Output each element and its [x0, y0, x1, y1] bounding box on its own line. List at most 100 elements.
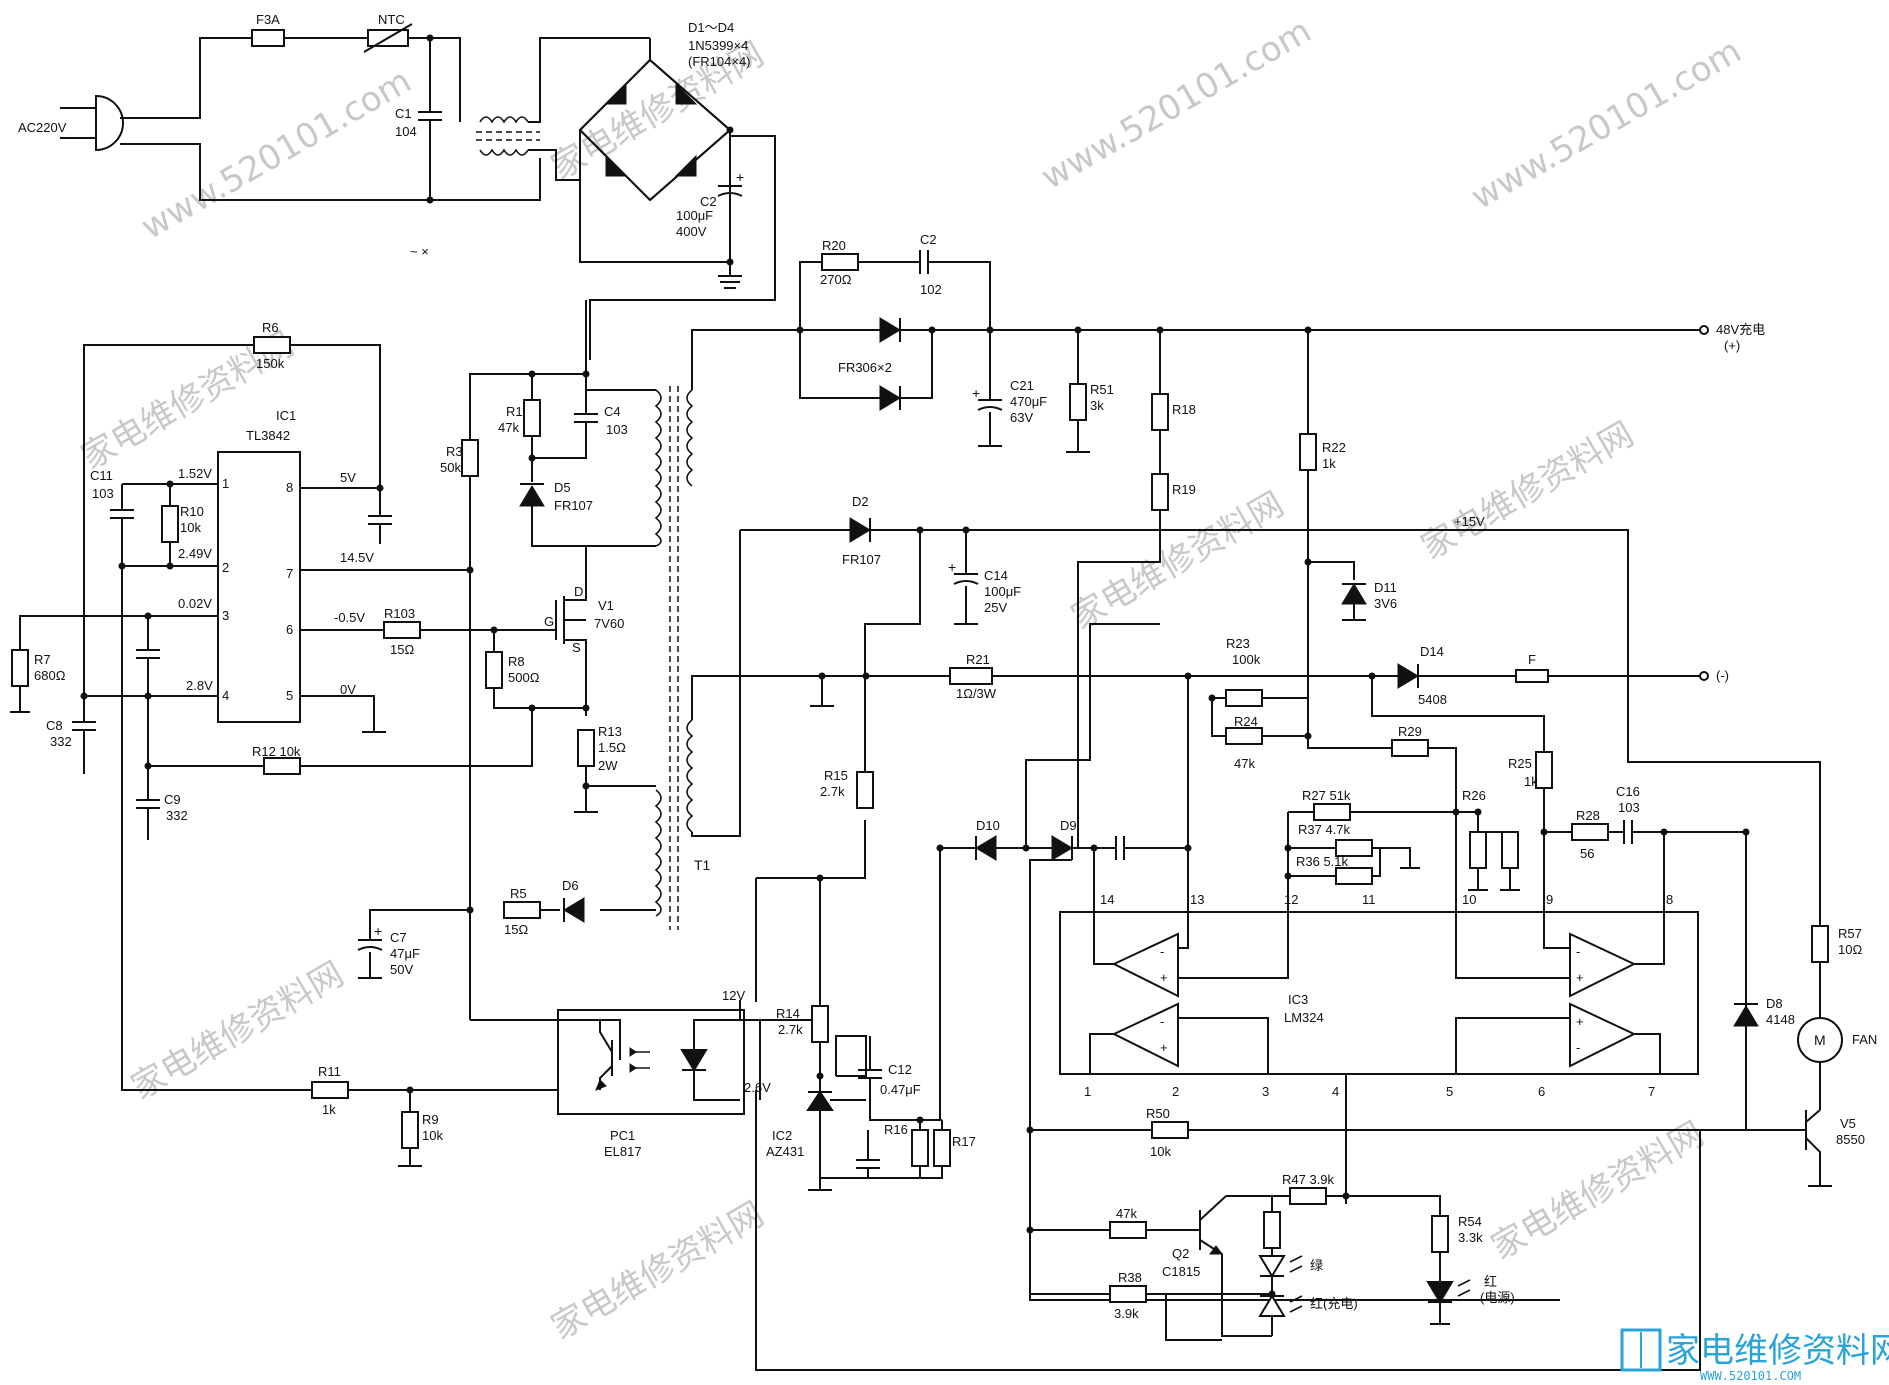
opamp-d: [1569, 1002, 1637, 1068]
svg-text:EL817: EL817: [604, 1144, 642, 1159]
t1-label: T1: [694, 857, 711, 873]
ic3-pin-5: 5: [1446, 1084, 1453, 1099]
svg-text:D9: D9: [1060, 818, 1077, 833]
svg-text:D14: D14: [1420, 644, 1444, 659]
svg-text:1k: 1k: [322, 1102, 336, 1117]
svg-text:R7: R7: [34, 652, 51, 667]
ac-label: AC220V: [18, 120, 67, 135]
brand-url: WWW.520101.COM: [1700, 1369, 1801, 1383]
watermark-cn: 家电维修资料网: [545, 1194, 771, 1348]
svg-text:F: F: [1528, 652, 1536, 667]
book-icon: [1620, 1328, 1662, 1372]
svg-text:+: +: [736, 169, 744, 185]
svg-text:15Ω: 15Ω: [390, 642, 414, 657]
ic3-pin-13: 13: [1190, 892, 1204, 907]
svg-text:R57: R57: [1838, 926, 1862, 941]
svg-text:R51: R51: [1090, 382, 1114, 397]
svg-text:103: 103: [92, 486, 114, 501]
svg-text:C16: C16: [1616, 784, 1640, 799]
svg-text:3.9k: 3.9k: [1114, 1306, 1139, 1321]
output-positive-label: 48V充电: [1716, 322, 1765, 337]
svg-text:R50: R50: [1146, 1106, 1170, 1121]
ic1-volt-p4: 2.8V: [186, 678, 213, 693]
svg-text:R12 10k: R12 10k: [252, 744, 301, 759]
svg-text:2W: 2W: [598, 758, 618, 773]
svg-text:R5: R5: [510, 886, 527, 901]
svg-text:(电源): (电源): [1480, 1290, 1515, 1305]
svg-text:50V: 50V: [390, 962, 413, 977]
svg-text:R28: R28: [1576, 808, 1600, 823]
opamp-b: [1569, 932, 1637, 998]
svg-text:+: +: [972, 385, 980, 401]
ic1-volt-p3: 0.02V: [178, 596, 212, 611]
svg-text:-: -: [1160, 1014, 1164, 1029]
svg-text:R9: R9: [422, 1112, 439, 1127]
ic1-volt-p8: 5V: [340, 470, 356, 485]
d14-diode-icon: [1397, 663, 1419, 689]
ic1-volt-p1: 1.52V: [178, 466, 212, 481]
svg-text:(+): (+): [1724, 338, 1740, 353]
output-negative-terminal: [1699, 671, 1709, 681]
r8-resistor: R8 500Ω: [485, 630, 586, 712]
ic1-pin-8: 8: [286, 480, 293, 495]
ic3-pin-12: 12: [1284, 892, 1298, 907]
svg-text:C14: C14: [984, 568, 1008, 583]
c8-capacitor: C8 332: [46, 692, 96, 774]
svg-text:R23: R23: [1226, 636, 1250, 651]
svg-text:+: +: [374, 923, 382, 939]
ic3-pin-1: 1: [1084, 1084, 1091, 1099]
svg-text:C1815: C1815: [1162, 1264, 1200, 1279]
svg-text:2.7k: 2.7k: [778, 1022, 803, 1037]
c9-r12: C9 332 R12 10k: [136, 696, 533, 840]
svg-text:R25: R25: [1508, 756, 1532, 771]
c2-primary-name: C2: [700, 194, 717, 209]
watermark-cn: 家电维修资料网: [1065, 484, 1291, 638]
svg-text:红(充电): 红(充电): [1310, 1296, 1358, 1311]
output-negative-label: (-): [1716, 668, 1729, 683]
tilde-label: ~ ×: [410, 244, 429, 259]
svg-text:1k: 1k: [1322, 456, 1336, 471]
svg-text:R18: R18: [1172, 402, 1196, 417]
svg-text:R22: R22: [1322, 440, 1346, 455]
svg-text:C8: C8: [46, 718, 63, 733]
c2-primary-v1: 100μF: [676, 208, 713, 223]
svg-text:D: D: [574, 584, 583, 599]
bottom-return-wire: [755, 1090, 1701, 1371]
svg-text:R27 51k: R27 51k: [1302, 788, 1351, 803]
ic2-regulator: R14 2.7k IC2 AZ431 C12 0.47μF R16 R17: [740, 848, 976, 1191]
svg-text:绿: 绿: [1310, 1258, 1323, 1273]
svg-text:3V6: 3V6: [1374, 596, 1397, 611]
divider-network: R27 51k R37 4.7k R36 5.1k R26: [1284, 788, 1520, 894]
svg-text:D11: D11: [1374, 580, 1397, 595]
watermark-cn: 家电维修资料网: [1485, 1114, 1711, 1268]
ic3-lm324: IC3 LM324 14 13 12 11 10 9 8 1 2 3 4 5 6…: [1059, 812, 1699, 1204]
svg-text:R24: R24: [1234, 714, 1258, 729]
ic3-pin-14: 14: [1100, 892, 1114, 907]
svg-text:D5: D5: [554, 480, 571, 495]
svg-text:+: +: [1576, 1014, 1584, 1029]
svg-text:R10: R10: [180, 504, 204, 519]
svg-text:63V: 63V: [1010, 410, 1033, 425]
svg-text:47k: 47k: [1116, 1206, 1137, 1221]
svg-text:10k: 10k: [422, 1128, 443, 1143]
svg-text:56: 56: [1580, 846, 1594, 861]
ic3-pin-3: 3: [1262, 1084, 1269, 1099]
ic1-volt-p6: -0.5V: [334, 610, 365, 625]
svg-text:-: -: [1576, 944, 1580, 959]
ntc-label: NTC: [378, 12, 405, 27]
svg-text:AZ431: AZ431: [766, 1144, 804, 1159]
led-green-icon: [1258, 1255, 1286, 1278]
svg-text:R6: R6: [262, 320, 279, 335]
svg-text:D2: D2: [852, 494, 869, 509]
svg-text:103: 103: [1618, 800, 1640, 815]
svg-text:47μF: 47μF: [390, 946, 420, 961]
svg-text:M: M: [1814, 1032, 1826, 1048]
ic1-pin-4: 4: [222, 688, 229, 703]
svg-text:IC2: IC2: [772, 1128, 792, 1143]
diode-d3-icon: [605, 154, 628, 177]
ic1-volt-p5: 0V: [340, 682, 356, 697]
snubber: R1 47k C4 103 D5 FR107: [498, 300, 656, 547]
watermark-site: www.520101.com: [1035, 11, 1319, 198]
svg-text:-: -: [1576, 1040, 1580, 1055]
svg-text:+: +: [1576, 970, 1584, 985]
